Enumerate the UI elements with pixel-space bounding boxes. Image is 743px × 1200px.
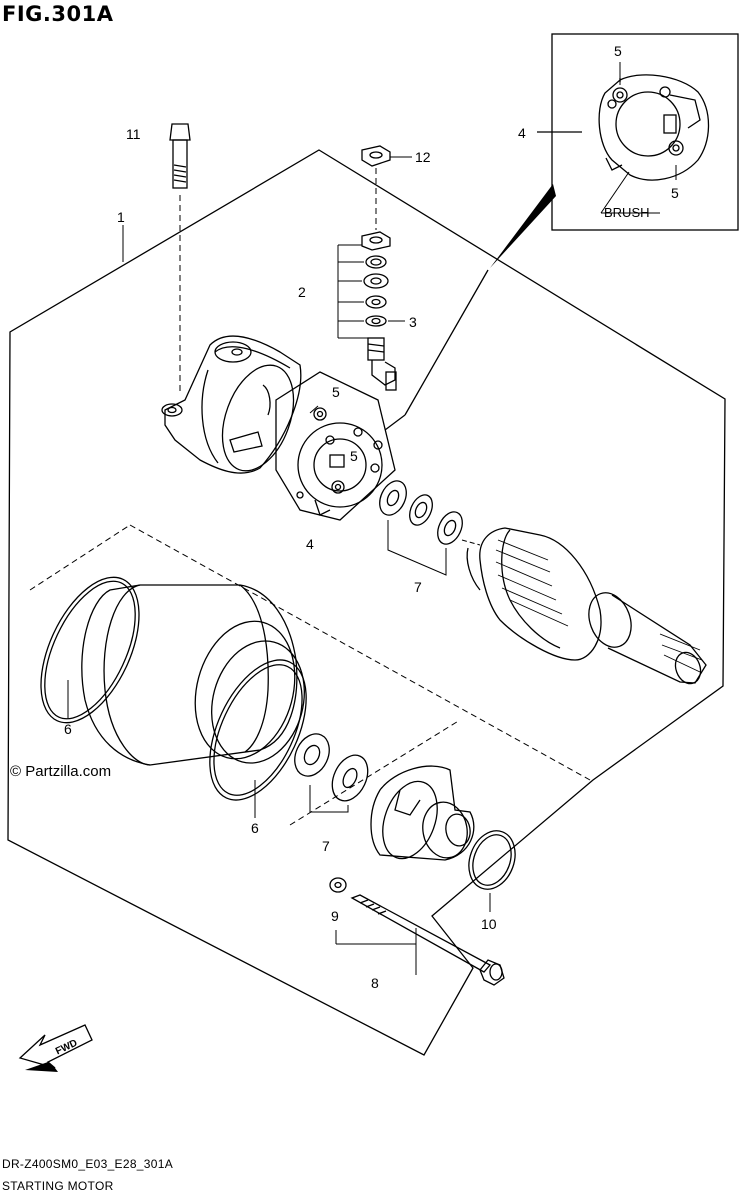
callout-6-center: 6 bbox=[251, 820, 259, 836]
callout-7-lower: 7 bbox=[322, 838, 330, 854]
callout-2: 2 bbox=[298, 284, 306, 300]
assembly-lines bbox=[29, 524, 591, 826]
callout-5-plate-top: 5 bbox=[332, 384, 340, 400]
o-rings bbox=[40, 576, 307, 818]
inset-brush-holder bbox=[598, 62, 710, 214]
front-housing bbox=[370, 765, 475, 861]
through-bolt-set bbox=[329, 877, 505, 986]
callout-11: 11 bbox=[126, 126, 141, 142]
callout-3: 3 bbox=[409, 314, 417, 330]
armature bbox=[461, 527, 707, 685]
callout-4-plate: 4 bbox=[306, 536, 314, 552]
callout-12: 12 bbox=[415, 149, 431, 165]
upper-washers bbox=[379, 480, 463, 576]
callout-10: 10 bbox=[481, 916, 497, 932]
bolt-11 bbox=[169, 123, 191, 395]
callout-6-left: 6 bbox=[64, 721, 72, 737]
callout-4-inset: 4 bbox=[518, 125, 526, 141]
brush-plate bbox=[275, 371, 396, 521]
callout-5-inset-bottom: 5 bbox=[671, 185, 679, 201]
drawing-code: DR-Z400SM0_E03_E28_301A bbox=[2, 1157, 174, 1171]
o-ring-10 bbox=[468, 830, 516, 912]
fwd-arrow-icon bbox=[18, 1024, 93, 1072]
callout-5-inset-top: 5 bbox=[614, 43, 622, 59]
brush-label: BRUSH bbox=[604, 205, 650, 220]
watermark: © Partzilla.com bbox=[10, 763, 112, 780]
callout-8: 8 bbox=[371, 975, 379, 991]
callout-1: 1 bbox=[117, 209, 125, 225]
callout-9: 9 bbox=[331, 908, 339, 924]
yoke bbox=[81, 584, 305, 766]
figure-name: STARTING MOTOR bbox=[2, 1179, 114, 1193]
assembly-outline bbox=[7, 149, 726, 1056]
callout-7-upper: 7 bbox=[414, 579, 422, 595]
inset-pointer bbox=[490, 184, 556, 268]
lower-washers bbox=[294, 733, 369, 813]
callout-5-plate-center: 5 bbox=[350, 448, 358, 464]
figure-title: FIG.301A bbox=[2, 2, 114, 26]
end-cover bbox=[161, 335, 302, 474]
terminal-hardware-stack bbox=[337, 145, 412, 391]
